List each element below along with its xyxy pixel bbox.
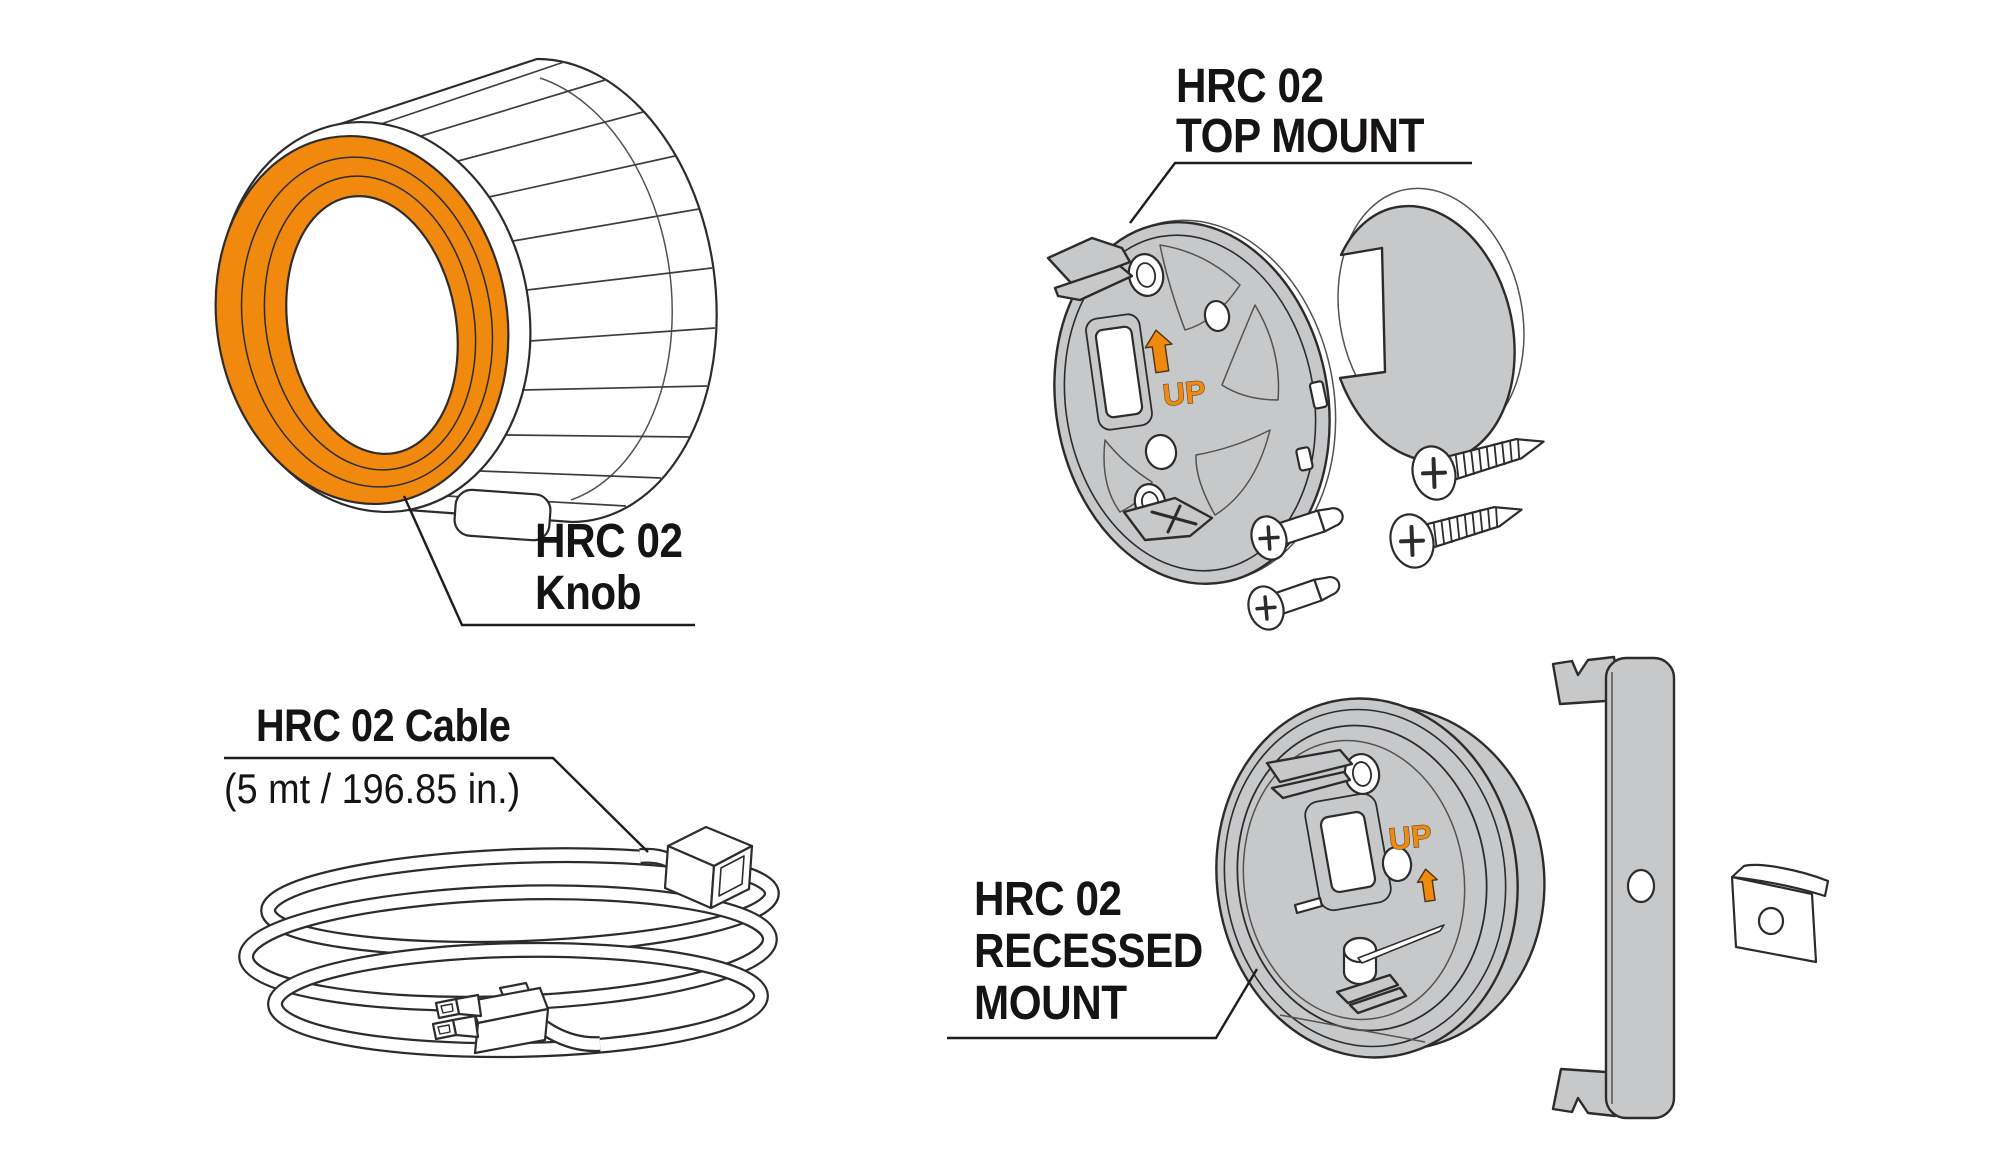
top-mount-label-line1: HRC 02 (1176, 60, 1324, 113)
knob-illustration (214, 57, 718, 542)
leader-lines (224, 161, 1472, 1040)
strap-bracket (1551, 655, 1676, 1120)
up-arrow-icon (1144, 329, 1173, 374)
knob-label: HRC 02 Knob (535, 516, 683, 620)
recessed-mount-up-label: UP (1387, 818, 1434, 857)
machine-screw-2 (1247, 576, 1341, 631)
tapping-screw-1 (1411, 438, 1545, 501)
speed-clip (1730, 863, 1830, 964)
recessed-mount-label-line1: HRC 02 (974, 873, 1122, 926)
cable-label-length: (5 mt / 196.85 in.) (224, 765, 521, 812)
top-mount-cover-disc (1337, 187, 1525, 463)
cable-illustration (238, 825, 780, 1059)
top-mount-up-label: UP (1161, 374, 1208, 413)
up-arrow-icon (1416, 868, 1438, 903)
cable-connector-plug (431, 981, 550, 1055)
top-mount-label-line2: TOP MOUNT (1176, 110, 1424, 163)
top-mount-plate: UP (1046, 219, 1337, 585)
recessed-mount-label: HRC 02 RECESSED MOUNT (974, 874, 1203, 1030)
cable-connector-ferrule (663, 825, 754, 910)
knob-label-line1: HRC 02 (535, 515, 683, 568)
recessed-mount-label-line2: RECESSED (974, 925, 1203, 978)
machine-screw-1 (1250, 507, 1344, 561)
tapping-screw-2 (1389, 506, 1523, 569)
cable-label-title: HRC 02 Cable (256, 700, 511, 751)
recessed-mount-illustration: UP (1215, 697, 1546, 1059)
top-mount-label: HRC 02 TOP MOUNT (1176, 62, 1424, 162)
knob-label-line2: Knob (535, 567, 642, 620)
top-mount-illustration: UP (1046, 187, 1545, 631)
recessed-mount-label-line3: MOUNT (974, 977, 1127, 1030)
